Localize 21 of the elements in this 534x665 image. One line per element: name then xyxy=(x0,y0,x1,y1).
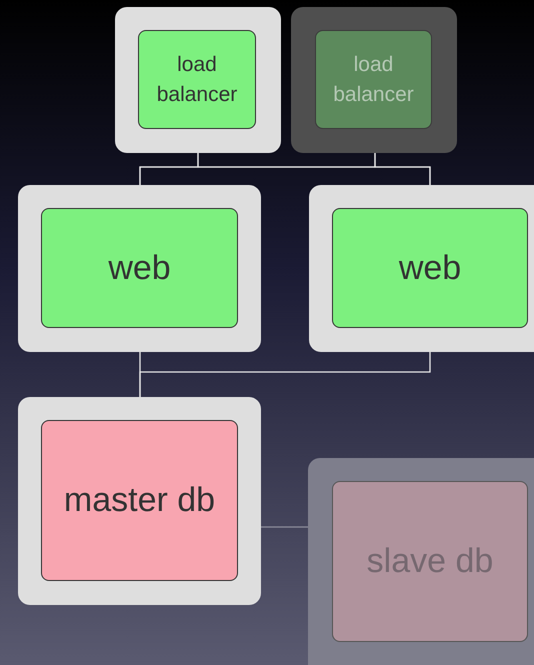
node-label: master db xyxy=(62,480,216,521)
frame-box xyxy=(291,7,457,153)
process-box xyxy=(41,208,238,328)
process-box xyxy=(332,208,528,328)
node-label: slave db xyxy=(366,541,494,582)
frame-box xyxy=(308,458,534,665)
node-label: load balancer xyxy=(332,52,415,108)
frame-box xyxy=(18,185,261,352)
node-label: web xyxy=(398,248,462,288)
process-box xyxy=(138,30,256,129)
process-box xyxy=(41,420,238,581)
frame-box xyxy=(309,185,534,352)
connector-line xyxy=(374,153,431,185)
node-label: load balancer xyxy=(156,52,238,108)
frame-box xyxy=(115,7,281,153)
connector-line xyxy=(261,526,308,528)
frame-box xyxy=(18,397,261,605)
node-label: web xyxy=(107,248,172,288)
connector-line xyxy=(139,352,431,397)
process-box xyxy=(332,481,528,642)
process-box xyxy=(315,30,432,129)
